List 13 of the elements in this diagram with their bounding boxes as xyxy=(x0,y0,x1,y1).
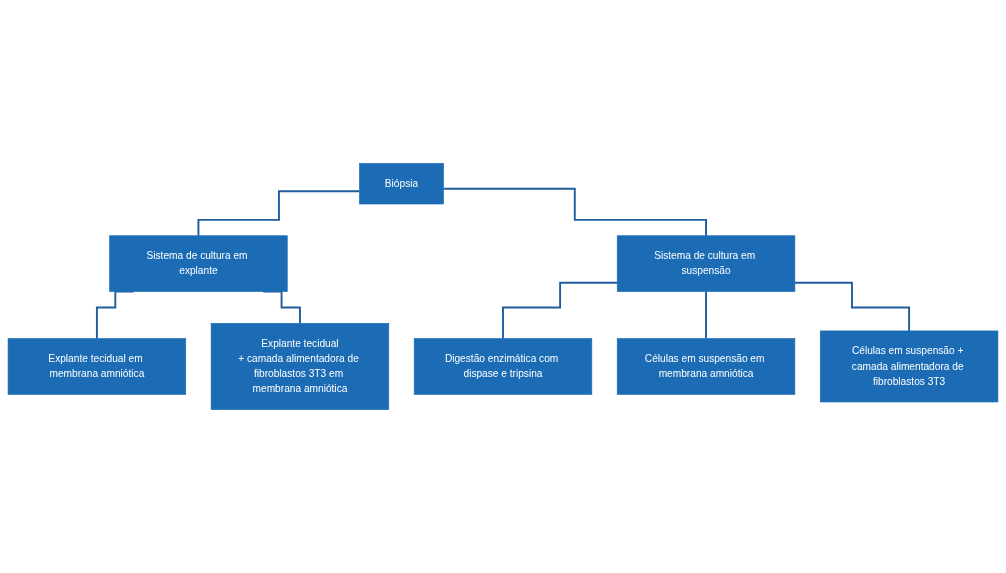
node-box: Explante tecidual em membrana amniótica xyxy=(7,338,187,395)
node-box: Sistema de cultura em explante xyxy=(109,235,288,292)
node-box: Biópsia xyxy=(359,163,444,205)
node-box: Sistema de cultura em suspensão xyxy=(616,235,796,292)
node-box: Digestão enzimática com dispase e tripsina xyxy=(413,338,593,395)
connector xyxy=(197,190,361,237)
connector xyxy=(442,187,707,237)
connector xyxy=(793,281,911,332)
connector xyxy=(705,290,707,340)
connector xyxy=(502,281,619,340)
node-box: Células em suspensão em membrana amniótica xyxy=(616,338,796,395)
node-box: Células em suspensão + camada alimentadora de fibroblastos 3T3 xyxy=(819,330,999,403)
node-box: Explante tecidual + camada alimentadora de fibroblastos 3T3 em membrana amniótica xyxy=(210,323,390,410)
